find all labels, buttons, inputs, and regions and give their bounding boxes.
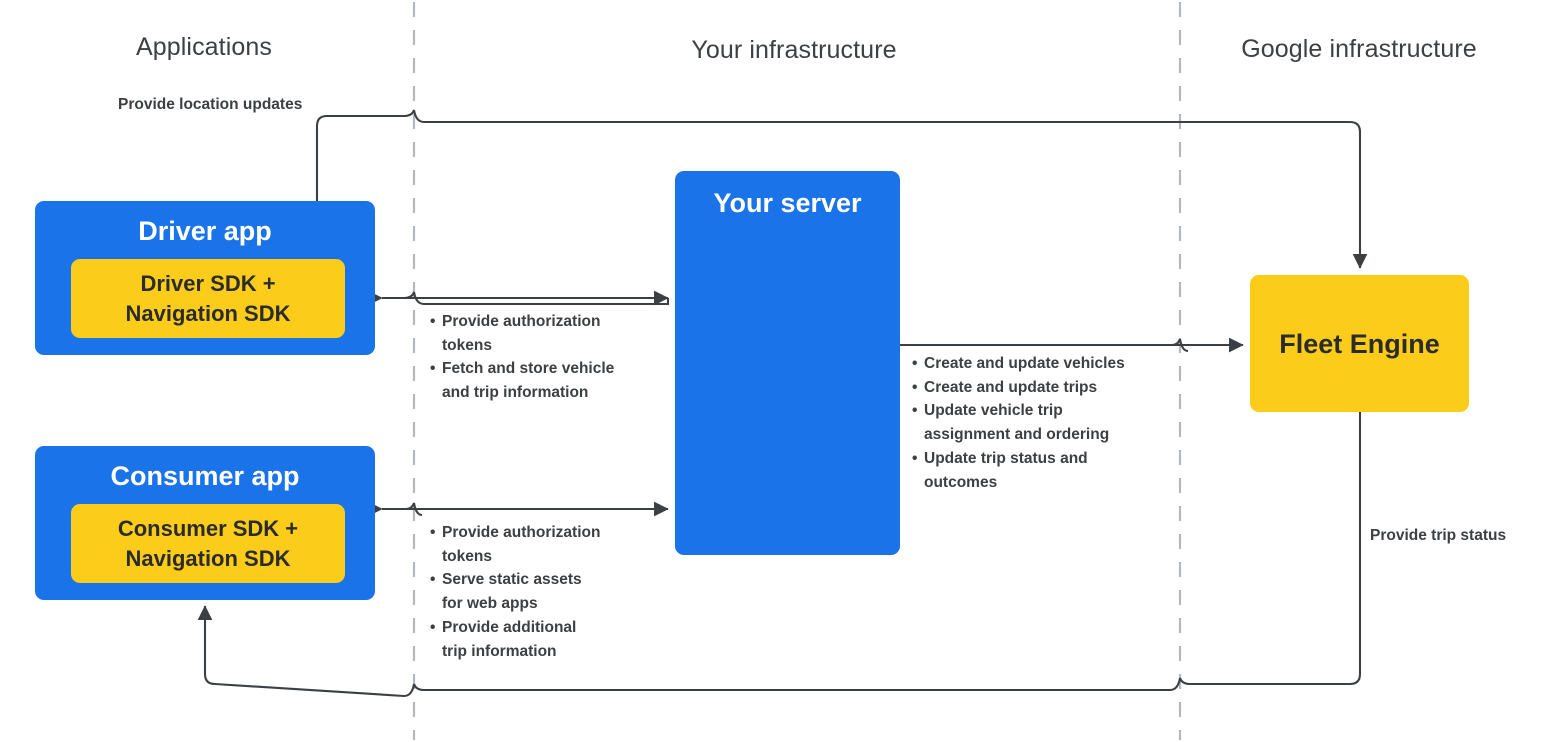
bullets-consumer-to-server: Provide authorization tokens Serve stati…: [430, 521, 665, 663]
bullet-text: Serve static assets for web apps: [442, 571, 582, 613]
your-server-title: Your server: [713, 188, 862, 218]
column-heading-your-infrastructure: Your infrastructure: [691, 36, 897, 64]
wire-server-fleetengine-jump: [1171, 338, 1189, 353]
bullet-text: Create and update vehicles: [924, 355, 1125, 372]
edge-label-provide-trip-status: Provide trip status: [1370, 527, 1507, 544]
node-driver-app[interactable]: Driver app Driver SDK + Navigation SDK: [35, 201, 375, 355]
bullet-item: Provide authorization tokens: [430, 310, 665, 357]
column-heading-google-infrastructure: Google infrastructure: [1241, 35, 1477, 63]
column-heading-applications: Applications: [135, 33, 273, 61]
node-your-server[interactable]: Your server: [675, 171, 900, 555]
node-fleet-engine[interactable]: Fleet Engine: [1250, 275, 1469, 412]
bullet-item: Provide additional trip information: [430, 616, 665, 663]
fleet-engine-title: Fleet Engine: [1279, 329, 1440, 359]
driver-app-title: Driver app: [138, 216, 272, 246]
bullets-server-to-fleet-engine: Create and update vehicles Create and up…: [912, 352, 1172, 494]
bullet-item: Update vehicle trip assignment and order…: [912, 399, 1172, 446]
consumer-app-title: Consumer app: [110, 461, 300, 491]
consumer-sdk-label: Consumer SDK + Navigation SDK: [117, 516, 299, 571]
node-driver-sdk[interactable]: Driver SDK + Navigation SDK: [71, 259, 345, 338]
driver-sdk-label: Driver SDK + Navigation SDK: [125, 271, 291, 326]
node-consumer-sdk[interactable]: Consumer SDK + Navigation SDK: [71, 504, 345, 583]
bullets-driver-to-server: Provide authorization tokens Fetch and s…: [430, 310, 665, 405]
bullet-text: Create and update trips: [924, 378, 1098, 396]
bullet-item: Fetch and store vehicle and trip informa…: [430, 357, 665, 404]
bullet-item: Create and update vehicles: [912, 352, 1172, 376]
wire-consumer-server-jump: [405, 502, 423, 517]
bullet-item: Create and update trips: [912, 376, 1172, 400]
bullet-item: Provide authorization tokens: [430, 521, 665, 568]
bullet-text: Fetch and store vehicle and trip informa…: [442, 360, 615, 402]
bullet-text: Update vehicle trip assignment and order…: [924, 402, 1110, 444]
bullet-text: Provide additional trip information: [442, 618, 577, 660]
bullet-text: Provide authorization tokens: [442, 524, 601, 565]
bullet-text: Update trip status and outcomes: [924, 449, 1088, 491]
bullet-text: Provide authorization tokens: [442, 313, 601, 354]
node-consumer-app[interactable]: Consumer app Consumer SDK + Navigation S…: [35, 446, 375, 600]
wire-driver-server: [382, 291, 670, 306]
bullet-item: Update trip status and outcomes: [912, 447, 1172, 494]
bullet-item: Serve static assets for web apps: [430, 568, 665, 615]
edge-label-provide-location-updates: Provide location updates: [118, 96, 303, 113]
